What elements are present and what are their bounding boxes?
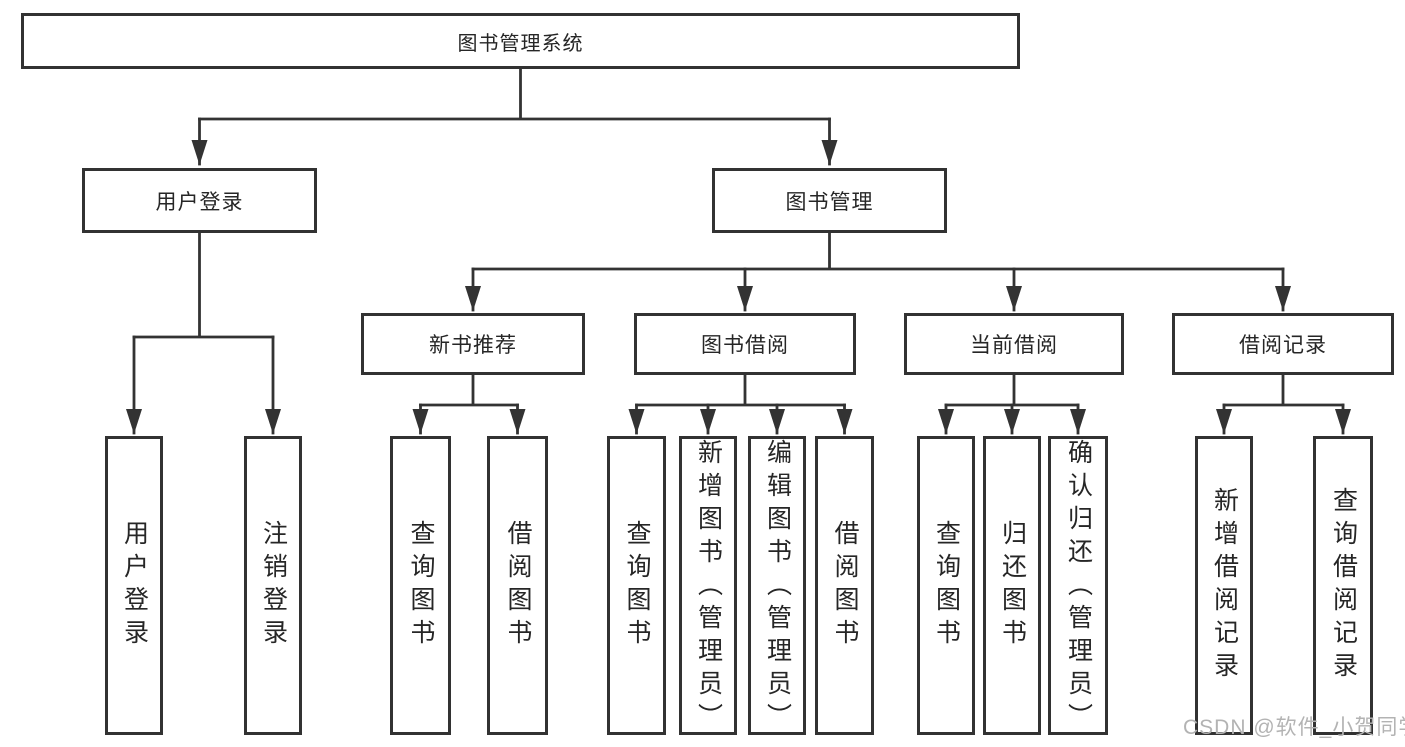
node-user-login: 用户登录 [82,168,317,233]
node-book-management: 图书管理 [712,168,947,233]
leaf-logout: 注销登录 [244,436,302,735]
leaf-br-add-record: 新增借阅记录 [1195,436,1253,735]
leaf-br-query-record: 查询借阅记录 [1313,436,1373,735]
leaf-cb-query-books: 查询图书 [917,436,975,735]
leaf-nbr-borrow-books: 借阅图书 [487,436,548,735]
leaf-bb-add-books-admin: 新增图书（管理员） [679,436,737,736]
leaf-bb-borrow-books: 借阅图书 [815,436,874,735]
node-current-borrowing: 当前借阅 [904,313,1124,375]
node-new-book-recommend: 新书推荐 [361,313,585,375]
csdn-watermark: CSDN @软件_小贺同学 [1183,716,1405,739]
node-library-system: 图书管理系统 [21,13,1020,69]
leaf-bb-edit-books-admin: 编辑图书（管理员） [748,436,806,736]
node-book-borrowing: 图书借阅 [634,313,856,375]
leaf-cb-return-books: 归还图书 [983,436,1041,735]
node-borrow-records: 借阅记录 [1172,313,1394,375]
leaf-user-login: 用户登录 [105,436,163,735]
leaf-cb-confirm-return-admin: 确认归还（管理员） [1048,436,1108,736]
leaf-bb-query-books: 查询图书 [607,436,666,735]
leaf-nbr-query-books: 查询图书 [390,436,451,735]
